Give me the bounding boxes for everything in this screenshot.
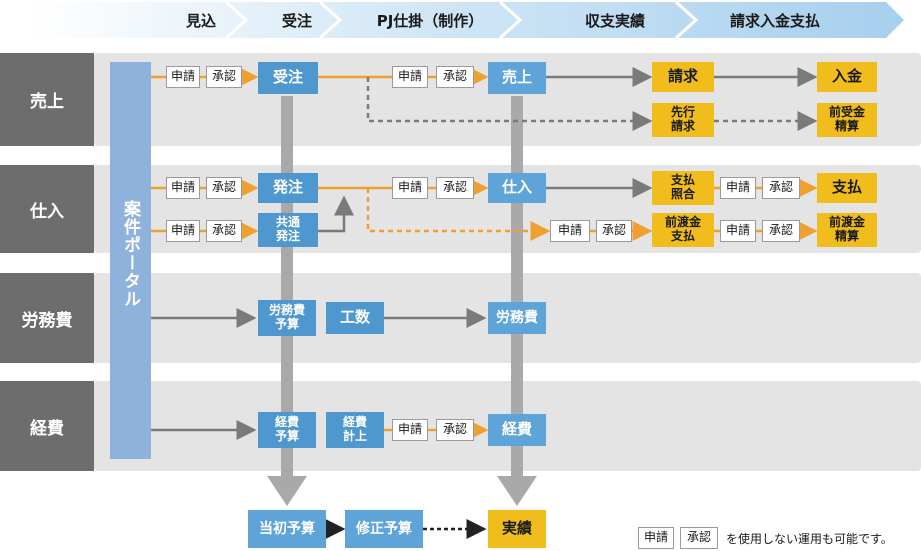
apply-tag: 申請: [166, 220, 200, 242]
approve-tag: 承認: [206, 220, 242, 242]
node-sales-record: 売上: [488, 62, 546, 94]
phase-dividers: [224, 0, 699, 40]
node-advance-payment: 前渡金 支払: [652, 213, 714, 247]
apply-tag: 申請: [392, 177, 428, 199]
node-payment: 支払: [817, 173, 877, 203]
approve-tag: 承認: [436, 66, 474, 88]
phase-shushi: 収支実績: [584, 11, 645, 30]
footnote-apply-tag: 申請: [638, 527, 674, 549]
node-labor-budget: 労務費 予算: [258, 300, 316, 336]
phase-pj: PJ仕掛（制作）: [376, 11, 484, 30]
apply-tag: 申請: [166, 177, 200, 199]
apply-tag: 申請: [550, 220, 590, 242]
lane-label-expense: 経費: [0, 381, 94, 471]
node-man-hours: 工数: [326, 302, 384, 334]
node-advance-invoice: 先行 請求: [652, 103, 714, 137]
node-purchase-record: 仕入: [488, 173, 546, 203]
apply-tag: 申請: [392, 419, 428, 441]
node-order-received: 受注: [258, 62, 318, 94]
node-expense-actual: 経費: [488, 414, 546, 446]
node-revised-budget: 修正予算: [345, 510, 423, 548]
lane-label-purchase: 仕入: [0, 165, 94, 253]
approve-tag: 承認: [762, 177, 800, 199]
approve-tag: 承認: [762, 220, 800, 242]
node-expense-record: 経費 計上: [326, 412, 384, 448]
phase-mikomi: 見込: [185, 11, 216, 30]
node-advance-payment-settle: 前渡金 精算: [817, 213, 877, 247]
lane-label-labor: 労務費: [0, 273, 94, 363]
node-order-placed: 発注: [258, 173, 318, 203]
apply-tag: 申請: [720, 220, 756, 242]
node-initial-budget: 当初予算: [248, 510, 326, 548]
node-shared-order: 共通 発注: [258, 213, 318, 247]
lane-label-sales: 売上: [0, 53, 94, 146]
node-expense-budget: 経費 予算: [258, 412, 316, 448]
node-invoice: 請求: [652, 62, 714, 92]
phase-juchu: 受注: [281, 11, 312, 30]
apply-tag: 申請: [392, 66, 428, 88]
approve-tag: 承認: [436, 419, 474, 441]
approve-tag: 承認: [206, 66, 242, 88]
node-advance-receipt-settle: 前受金 精算: [817, 103, 877, 137]
node-actual-results: 実績: [488, 510, 546, 548]
phase-bar-bg: [30, 2, 904, 38]
apply-tag: 申請: [166, 66, 200, 88]
footnote-approve-tag: 承認: [680, 527, 718, 549]
footnote-text: を使用しない運用も可能です。: [726, 532, 893, 546]
approve-tag: 承認: [206, 177, 242, 199]
phase-seikyu: 請求入金支払: [729, 11, 820, 30]
apply-tag: 申請: [720, 177, 756, 199]
node-labor-actual: 労務費: [488, 302, 546, 334]
case-portal: 案件ポータル: [110, 62, 151, 459]
approve-tag: 承認: [436, 177, 474, 199]
approve-tag: 承認: [596, 220, 632, 242]
node-payment-check: 支払 照合: [652, 171, 714, 205]
node-payment-received: 入金: [817, 62, 877, 92]
